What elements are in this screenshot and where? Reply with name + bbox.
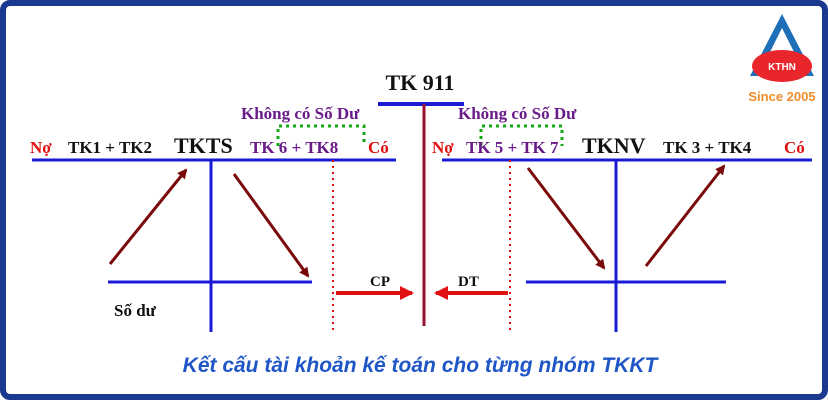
accounting-structure-diagram: KTHN Since 2005 TK 911 Không có Số Dư Kh… xyxy=(30,14,816,334)
left-credit-accounts: TK 6 + TK8 xyxy=(250,138,338,157)
left-balance-label: Số dư xyxy=(114,301,157,320)
dt-flow-label: DT xyxy=(458,274,479,290)
right-increase-arrow xyxy=(644,164,726,267)
right-debit-label: Nợ xyxy=(432,138,454,157)
kthn-logo: KTHN Since 2005 xyxy=(748,14,816,104)
green-dotted-bracket-right xyxy=(479,124,564,146)
logo-red-badge xyxy=(752,50,812,82)
logo-abbr: KTHN xyxy=(768,62,796,73)
left-decrease-arrow xyxy=(232,173,310,278)
left-group-header: Nợ TK1 + TK2 TKTS TK 6 + TK8 Có xyxy=(30,133,389,158)
left-debit-accounts: TK1 + TK2 xyxy=(68,138,152,157)
left-increase-arrow xyxy=(108,168,188,265)
logo-tagline: Since 2005 xyxy=(748,89,815,104)
green-dotted-bracket-left xyxy=(276,124,366,146)
right-group-name: TKNV xyxy=(582,133,646,158)
right-credit-label: Có xyxy=(784,138,805,157)
right-decrease-arrow xyxy=(526,167,606,270)
cp-flow-label: CP xyxy=(370,274,390,290)
right-debit-accounts: TK 5 + TK 7 xyxy=(466,138,559,157)
left-group-name: TKTS xyxy=(174,133,233,158)
no-balance-label-left: Không có Số Dư xyxy=(241,104,360,123)
left-debit-label: Nợ xyxy=(30,138,52,157)
center-account-title: TK 911 xyxy=(385,70,454,95)
left-credit-label: Có xyxy=(368,138,389,157)
diagram-caption: Kết cấu tài khoản kế toán cho từng nhóm … xyxy=(182,354,658,377)
no-balance-label-right: Không có Số Dư xyxy=(458,104,577,123)
right-credit-accounts: TK 3 + TK4 xyxy=(663,138,752,157)
right-group-header: Nợ TK 5 + TK 7 TKNV TK 3 + TK4 Có xyxy=(432,133,805,158)
